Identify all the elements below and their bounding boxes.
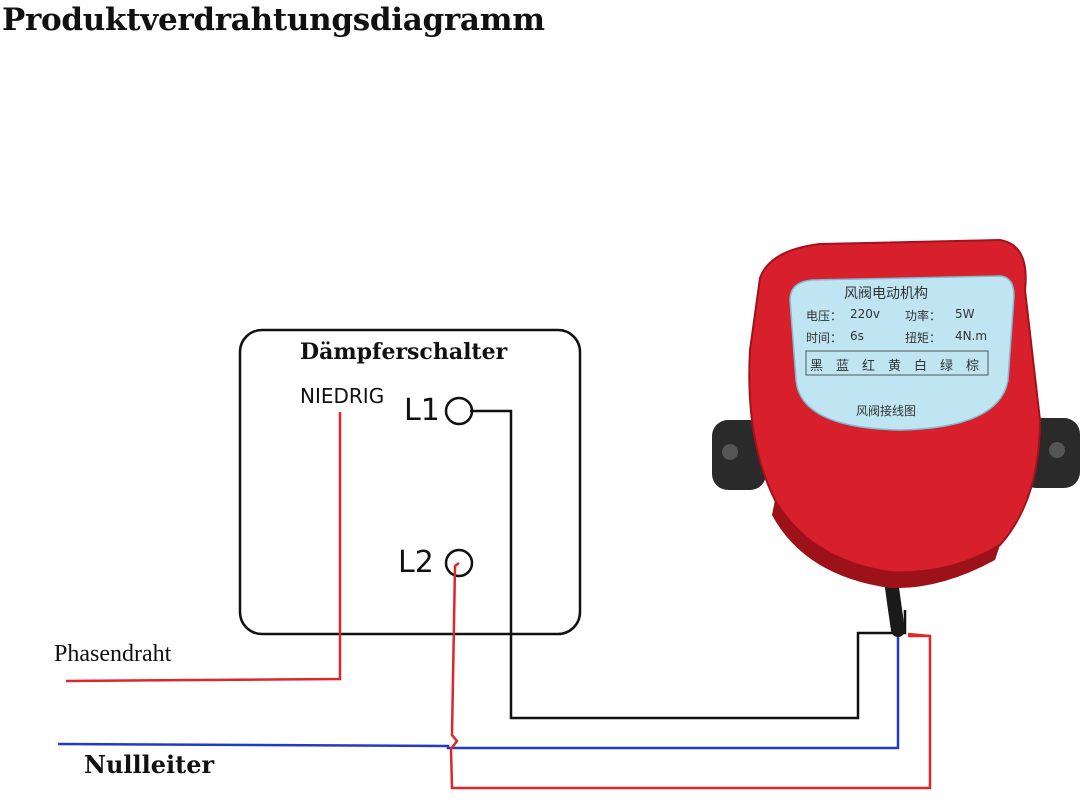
plate-time-label: 时间： — [806, 331, 843, 345]
plate-color-red: 红 — [862, 359, 876, 374]
plate-voltage-label: 电压： — [806, 309, 843, 323]
plate-torque-value: 4N.m — [955, 329, 988, 343]
phase-wire-label: Phasendraht — [54, 641, 172, 667]
phase-wire — [65, 412, 342, 683]
red-wire-l2 — [449, 562, 932, 790]
plate-footer: 风阀接线图 — [856, 404, 917, 418]
plate-color-blue: 蓝 — [836, 359, 850, 374]
device-label-plate — [789, 275, 1015, 431]
plate-title: 风阀电动机构 — [844, 286, 928, 302]
device-shadow — [772, 500, 1000, 589]
plate-color-green: 绿 — [940, 359, 954, 374]
plate-time-value: 6s — [850, 329, 864, 343]
plate-power-value: 5W — [955, 307, 975, 321]
niedrig-label: NIEDRIG — [300, 384, 385, 408]
plate-color-black: 黑 — [810, 359, 824, 374]
damper-switch-box — [238, 328, 582, 636]
neutral-wire-label: Nullleiter — [84, 750, 215, 779]
terminal-l2-label: L2 — [398, 545, 434, 580]
plate-power-label: 功率： — [905, 309, 942, 323]
mount-hole-left — [722, 444, 738, 460]
plate-torque-label: 扭矩： — [905, 331, 942, 345]
plate-color-brown: 棕 — [966, 359, 980, 374]
plate-color-white: 白 — [914, 359, 928, 374]
switch-title: Dämpferschalter — [300, 339, 508, 365]
plate-voltage-value: 220v — [850, 307, 881, 321]
page-title: Produktverdrahtungsdiagramm — [2, 2, 545, 38]
plate-color-row — [805, 350, 989, 376]
black-wire — [470, 409, 907, 720]
terminal-l1-label: L1 — [404, 393, 440, 428]
mount-hole-right — [1049, 442, 1065, 458]
neutral-wire — [57, 636, 900, 750]
terminal-l1 — [444, 396, 474, 426]
plate-color-yellow: 黄 — [888, 359, 902, 374]
mount-ear-left — [712, 420, 766, 490]
